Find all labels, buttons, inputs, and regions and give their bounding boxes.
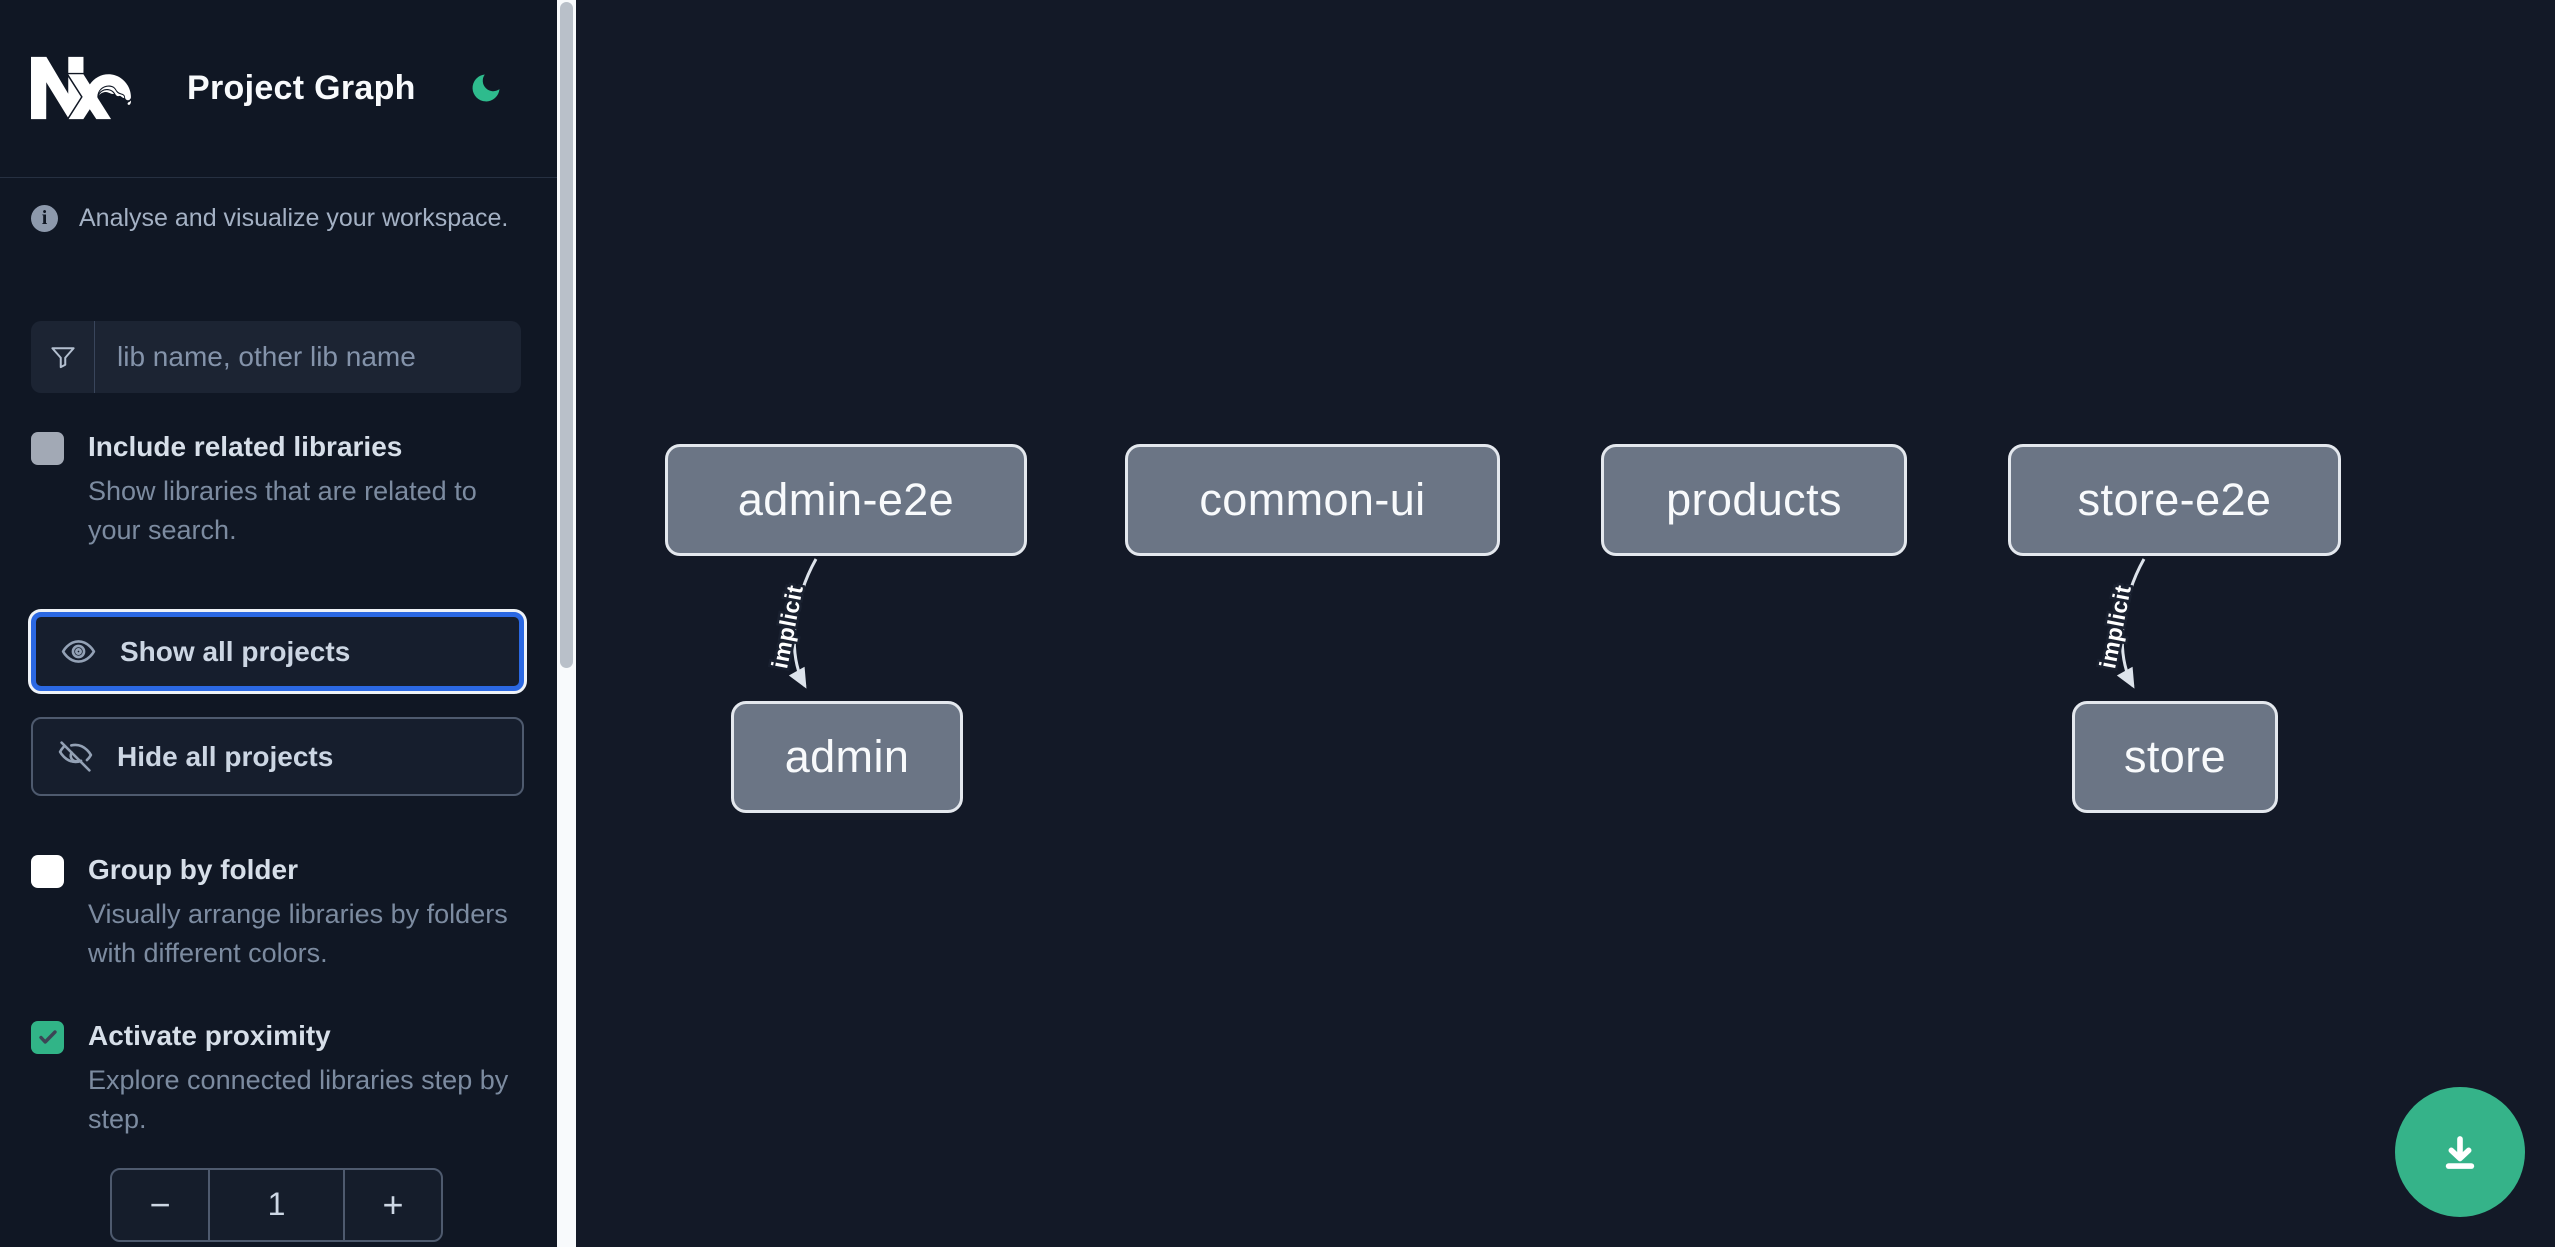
filter-search-box (31, 321, 521, 393)
include-related-checkbox[interactable] (31, 432, 64, 465)
option-text: Include related libraries Show libraries… (88, 429, 526, 550)
activate-proximity-description: Explore connected libraries step by step… (88, 1064, 509, 1134)
group-by-folder-checkbox[interactable] (31, 855, 64, 889)
option-text: Activate proximity Explore connected lib… (88, 1018, 526, 1139)
stepper-increment-button[interactable]: + (382, 1183, 404, 1225)
graph-node-store-e2e[interactable]: store-e2e (2008, 444, 2341, 556)
activate-proximity-label: Activate proximity (88, 1019, 331, 1051)
workspace-info-row: i Analyse and visualize your workspace. (31, 204, 526, 233)
graph-node-store[interactable]: store (2072, 701, 2278, 813)
sidebar-scrollbar-track[interactable] (557, 0, 576, 1247)
eye-off-icon (58, 741, 93, 772)
project-graph-canvas[interactable] (576, 0, 2555, 1247)
group-by-folder-description: Visually arrange libraries by folders wi… (88, 899, 508, 969)
group-by-folder-label: Group by folder (88, 854, 298, 886)
info-circle-icon: i (31, 205, 58, 232)
workspace-subtitle: Analyse and visualize your workspace. (79, 204, 509, 232)
graph-node-common-ui[interactable]: common-ui (1125, 444, 1500, 556)
download-icon (2445, 1136, 2475, 1169)
graph-node-admin[interactable]: admin (731, 701, 963, 813)
option-text: Group by folder Visually arrange librari… (88, 852, 526, 973)
nx-logo-icon (31, 38, 131, 138)
theme-toggle-button[interactable] (466, 68, 506, 108)
proximity-depth-stepper: − 1 + (110, 1167, 443, 1242)
sidebar-header: Project Graph (0, 0, 557, 177)
show-all-projects-label: Show all projects (120, 635, 351, 667)
hide-all-projects-button[interactable]: Hide all projects (31, 717, 524, 797)
funnel-icon (31, 321, 95, 393)
filter-search-input[interactable] (95, 321, 521, 393)
show-all-projects-button[interactable]: Show all projects (31, 612, 524, 692)
page-title: Project Graph (187, 68, 416, 107)
graph-node-products[interactable]: products (1601, 444, 1907, 556)
check-icon (38, 1030, 57, 1044)
include-related-description: Show libraries that are related to your … (88, 476, 477, 546)
option-include-related: Include related libraries Show libraries… (31, 429, 526, 550)
eye-icon (61, 640, 96, 664)
hide-all-projects-label: Hide all projects (117, 740, 334, 772)
option-group-by-folder: Group by folder Visually arrange librari… (31, 852, 526, 973)
moon-icon (472, 74, 500, 102)
download-graph-button[interactable] (2395, 1087, 2525, 1217)
stepper-decrement-button[interactable]: − (149, 1183, 171, 1225)
sidebar-scrollbar-thumb[interactable] (560, 2, 573, 668)
stepper-value: 1 (208, 1169, 345, 1240)
option-activate-proximity: Activate proximity Explore connected lib… (31, 1018, 526, 1139)
graph-node-admin-e2e[interactable]: admin-e2e (665, 444, 1027, 556)
activate-proximity-checkbox[interactable] (31, 1020, 64, 1054)
sidebar: Project Graph i Analyse and visualize yo… (0, 0, 557, 1247)
include-related-label: Include related libraries (88, 431, 403, 462)
